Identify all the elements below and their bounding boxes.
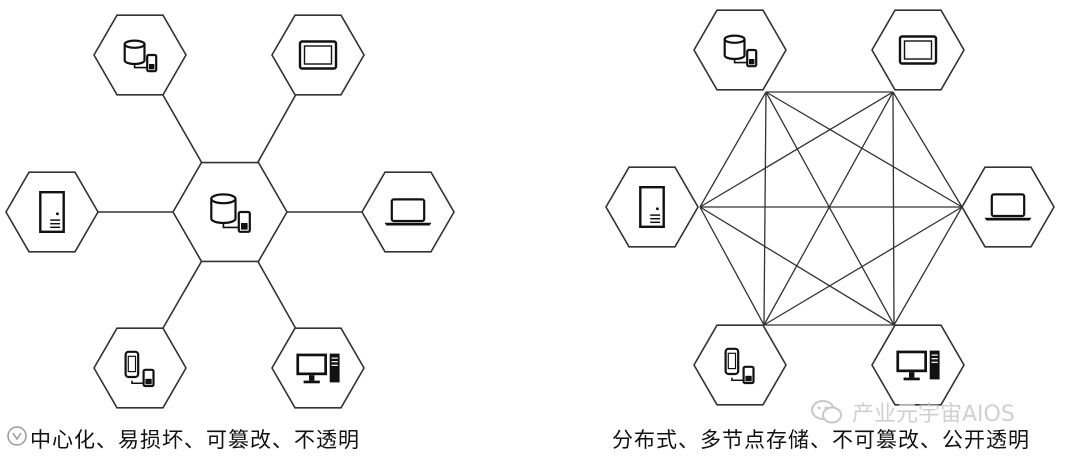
mesh-link <box>763 91 767 326</box>
right-node-top-left <box>693 9 787 91</box>
left-node-top-left <box>93 14 187 96</box>
database-phone-icon <box>723 34 758 68</box>
mesh-link <box>892 91 963 208</box>
left-node-left <box>5 171 99 253</box>
laptop-icon <box>384 198 432 226</box>
distributed-links <box>699 91 963 326</box>
left-node-top-right <box>271 14 365 96</box>
mesh-link <box>699 91 767 208</box>
right-node-bottom-right <box>871 324 965 406</box>
tablet-icon <box>898 35 938 65</box>
left-node-center <box>172 161 288 263</box>
mesh-link <box>892 91 895 326</box>
mesh-link <box>763 91 894 326</box>
right-node-top-right <box>871 9 965 91</box>
caption-distributed: 分布式、多节点存储、不可篡改、公开透明 <box>612 428 1030 452</box>
mesh-link <box>765 91 963 208</box>
desktop-icon <box>296 353 340 384</box>
desktop-icon <box>896 350 940 381</box>
mesh-link <box>893 206 963 326</box>
laptop-icon <box>984 193 1032 221</box>
network-diagram <box>5 9 1055 409</box>
mesh-link <box>699 206 765 326</box>
wechat-icon <box>811 400 842 424</box>
tablet-icon <box>298 40 338 70</box>
right-node-right <box>961 166 1055 248</box>
phone-pair-icon <box>124 350 155 388</box>
corner-logo-icon <box>7 426 27 446</box>
mesh-link <box>699 206 895 326</box>
database-phone-icon <box>210 193 251 233</box>
server-icon <box>39 191 65 233</box>
mesh-link <box>699 91 894 208</box>
left-node-bottom-left <box>93 327 187 409</box>
phone-pair-icon <box>724 347 755 385</box>
right-node-left <box>605 166 699 248</box>
left-node-right <box>361 171 455 253</box>
watermark: 产业元宇宙AIOS <box>810 396 1015 428</box>
database-phone-icon <box>123 39 158 73</box>
left-node-bottom-right <box>271 327 365 409</box>
right-node-bottom-left <box>693 324 787 406</box>
mesh-link <box>763 206 963 326</box>
mesh-link <box>765 91 895 326</box>
caption-centralized: 中心化、易损坏、可篡改、不透明 <box>30 428 360 452</box>
server-icon <box>639 186 665 228</box>
watermark-text: 产业元宇宙AIOS <box>852 402 1015 427</box>
